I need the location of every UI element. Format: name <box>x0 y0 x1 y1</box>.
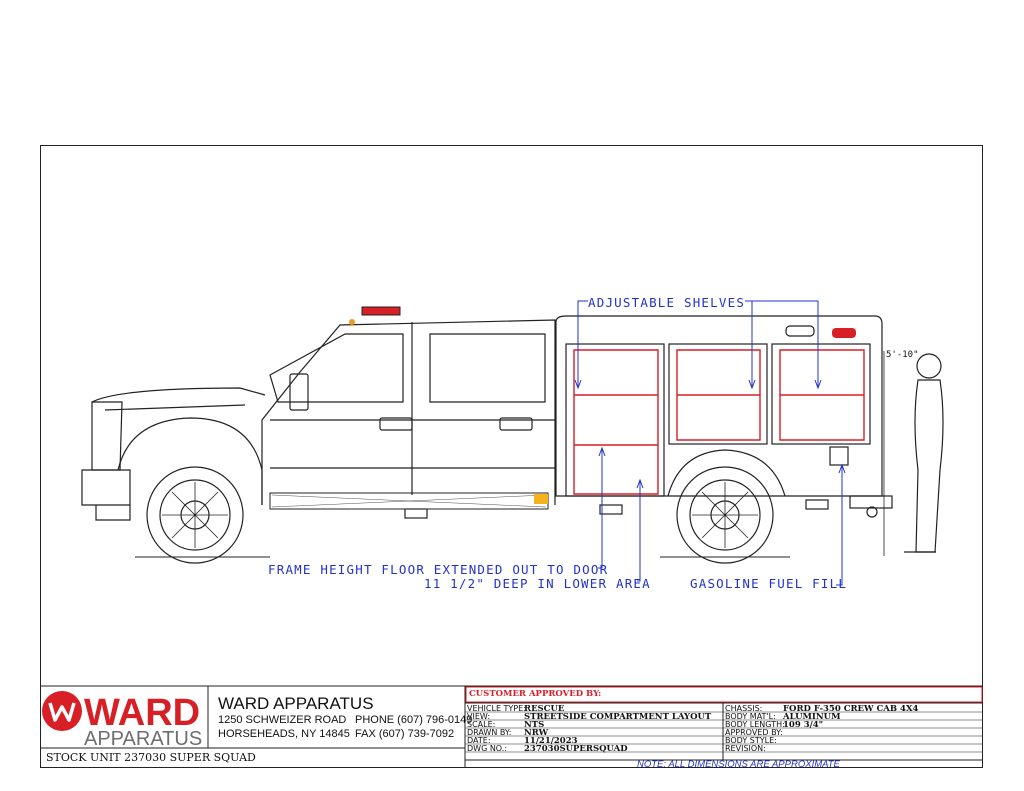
dwg-no-value: 237030SUPERSQUAD <box>524 744 628 754</box>
address-line-1: 1250 SCHWEIZER ROAD <box>218 714 347 726</box>
customer-approved-label: CUSTOMER APPROVED BY: <box>469 689 602 699</box>
scale-label: SCALE: <box>467 720 496 729</box>
approved-by-label: APPROVED BY: <box>725 728 783 737</box>
body-matl-value: ALUMINUM <box>783 712 841 722</box>
chassis-value: FORD F-350 CREW CAB 4X4 <box>783 704 919 714</box>
drawn-by-label: DRAWN BY: <box>467 728 512 737</box>
date-value: 11/21/2023 <box>524 736 578 746</box>
drawing-border <box>40 145 983 768</box>
body-matl-label: BODY MAT'L: <box>725 712 776 721</box>
callout-shelves: ADJUSTABLE SHELVES <box>588 295 746 310</box>
scale-value: NTS <box>524 720 545 730</box>
phone: PHONE (607) 796-0149 <box>355 714 473 726</box>
ward-logo: WARD APPARATUS <box>40 687 208 747</box>
height-dimension: 5'-10" <box>886 350 919 360</box>
callout-floor: FRAME HEIGHT FLOOR EXTENDED OUT TO DOOR <box>268 562 609 577</box>
logo-word-apparatus: APPARATUS <box>84 728 202 747</box>
view-value: STREETSIDE COMPARTMENT LAYOUT <box>524 712 712 722</box>
stock-unit: STOCK UNIT 237030 SUPER SQUAD <box>46 751 256 764</box>
view-label: VIEW: <box>467 712 491 721</box>
dimensions-note: NOTE: ALL DIMENSIONS ARE APPROXIMATE <box>637 759 840 770</box>
drawn-by-value: NRW <box>524 728 549 738</box>
date-label: DATE: <box>467 736 491 745</box>
company-name: WARD APPARATUS <box>218 694 374 713</box>
vehicle-type-label: VEHICLE TYPE: <box>467 704 526 713</box>
callout-fuel: GASOLINE FUEL FILL <box>690 576 848 591</box>
revision-label: REVISION: <box>725 744 766 753</box>
dwg-no-label: DWG NO.: <box>467 744 508 753</box>
address-line-2: HORSEHEADS, NY 14845 <box>218 728 350 740</box>
logo-word-ward: WARD <box>84 692 200 734</box>
fax: FAX (607) 739-7092 <box>355 728 455 740</box>
body-length-value: 109 3/4" <box>783 720 824 730</box>
ward-logo-mark: WARD APPARATUS <box>42 691 202 747</box>
vehicle-type-value: RESCUE <box>524 704 565 714</box>
body-style-label: BODY STYLE: <box>725 736 777 745</box>
chassis-label: CHASSIS: <box>725 704 763 713</box>
body-length-label: BODY LENGTH: <box>725 720 785 729</box>
callout-deep: 11 1/2" DEEP IN LOWER AREA <box>424 576 651 591</box>
